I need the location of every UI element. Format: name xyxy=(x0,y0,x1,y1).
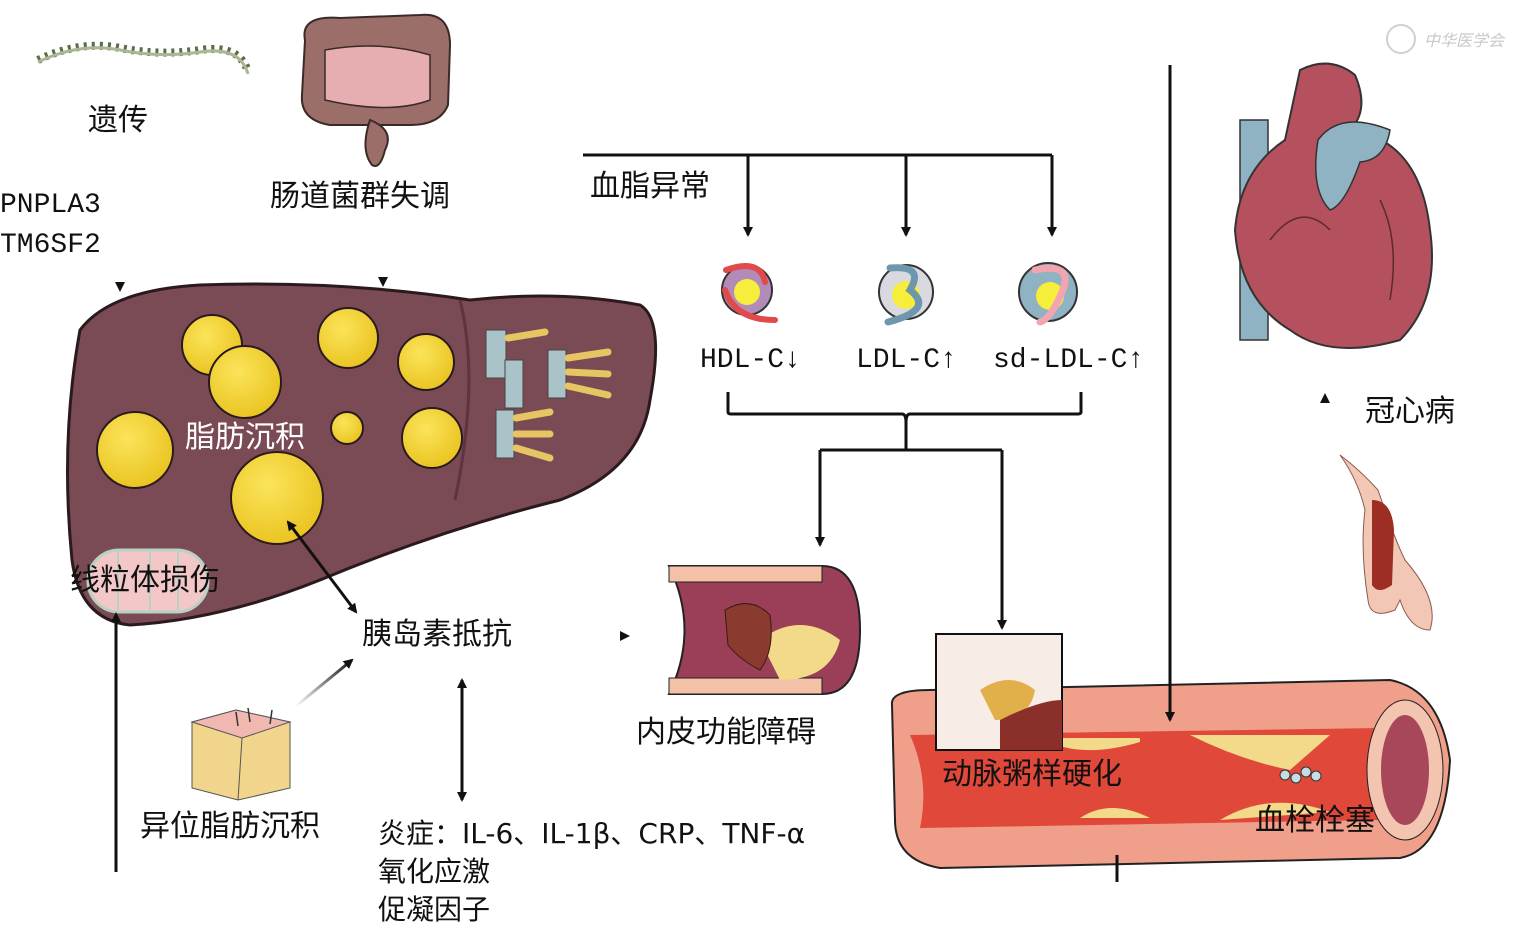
mitochondria-icon xyxy=(86,548,210,614)
watermark-text: 中华医学会 xyxy=(1423,31,1504,50)
gut-dysbiosis-label: 肠道菌群失调 xyxy=(270,179,450,214)
liver-icon xyxy=(66,282,658,627)
endothelial-dysfunction-label: 内皮功能障碍 xyxy=(636,715,816,750)
occluded-artery-icon xyxy=(1339,454,1433,631)
oxidative-stress-line: 氧化应激 xyxy=(378,855,491,888)
fat-deposition-label: 脂肪沉积 xyxy=(185,420,305,455)
genetics-label: 遗传 xyxy=(88,103,148,138)
dyslipidemia-label: 血脂异常 xyxy=(590,169,710,204)
society-logo-icon xyxy=(1385,24,1416,54)
gene-tm6sf2: TM6SF2 xyxy=(0,230,101,261)
watermark: 中华医学会 xyxy=(1385,24,1504,54)
hdl-particle-icon xyxy=(721,263,778,323)
mitochondrial-damage-label: 线粒体损伤 xyxy=(70,563,220,598)
insulin-resistance-label: 胰岛素抵抗 xyxy=(362,617,512,652)
arrow-up-icon: ↑ xyxy=(1127,345,1145,376)
arrow-up-icon: ↑ xyxy=(940,345,957,376)
ldl-label: LDL-C↑ xyxy=(856,345,957,376)
dna-helix-icon xyxy=(36,41,252,75)
hdl-label: HDL-C↓ xyxy=(700,345,801,376)
intestine-icon xyxy=(300,13,452,167)
sdldl-label: sd-LDL-C↑ xyxy=(993,345,1145,376)
inflammation-line: 炎症：IL-6、IL-1β、CRP、TNF-α xyxy=(378,817,806,850)
gene-pnpla3: PNPLA3 xyxy=(0,190,101,221)
procoagulant-line: 促凝因子 xyxy=(378,893,491,926)
heart-icon xyxy=(1233,62,1433,349)
fat-droplets xyxy=(96,307,463,545)
lipoprotein-bars xyxy=(485,328,612,462)
damaged-vessel-icon xyxy=(667,565,862,695)
thromboembolism-label: 血栓栓塞 xyxy=(1255,803,1375,838)
atherosclerosis-label: 动脉粥样硬化 xyxy=(942,757,1122,792)
sdldl-particle-icon xyxy=(1018,262,1078,326)
connector-lines xyxy=(111,63,1330,884)
ectopic-fat-label: 异位脂肪沉积 xyxy=(140,809,320,844)
ldl-particle-icon xyxy=(878,264,934,326)
artery-plaque-icon xyxy=(890,633,1452,870)
arrow-down-icon: ↓ xyxy=(784,345,801,376)
coronary-heart-disease-label: 冠心病 xyxy=(1365,394,1455,429)
adipose-tissue-icon xyxy=(190,707,292,801)
